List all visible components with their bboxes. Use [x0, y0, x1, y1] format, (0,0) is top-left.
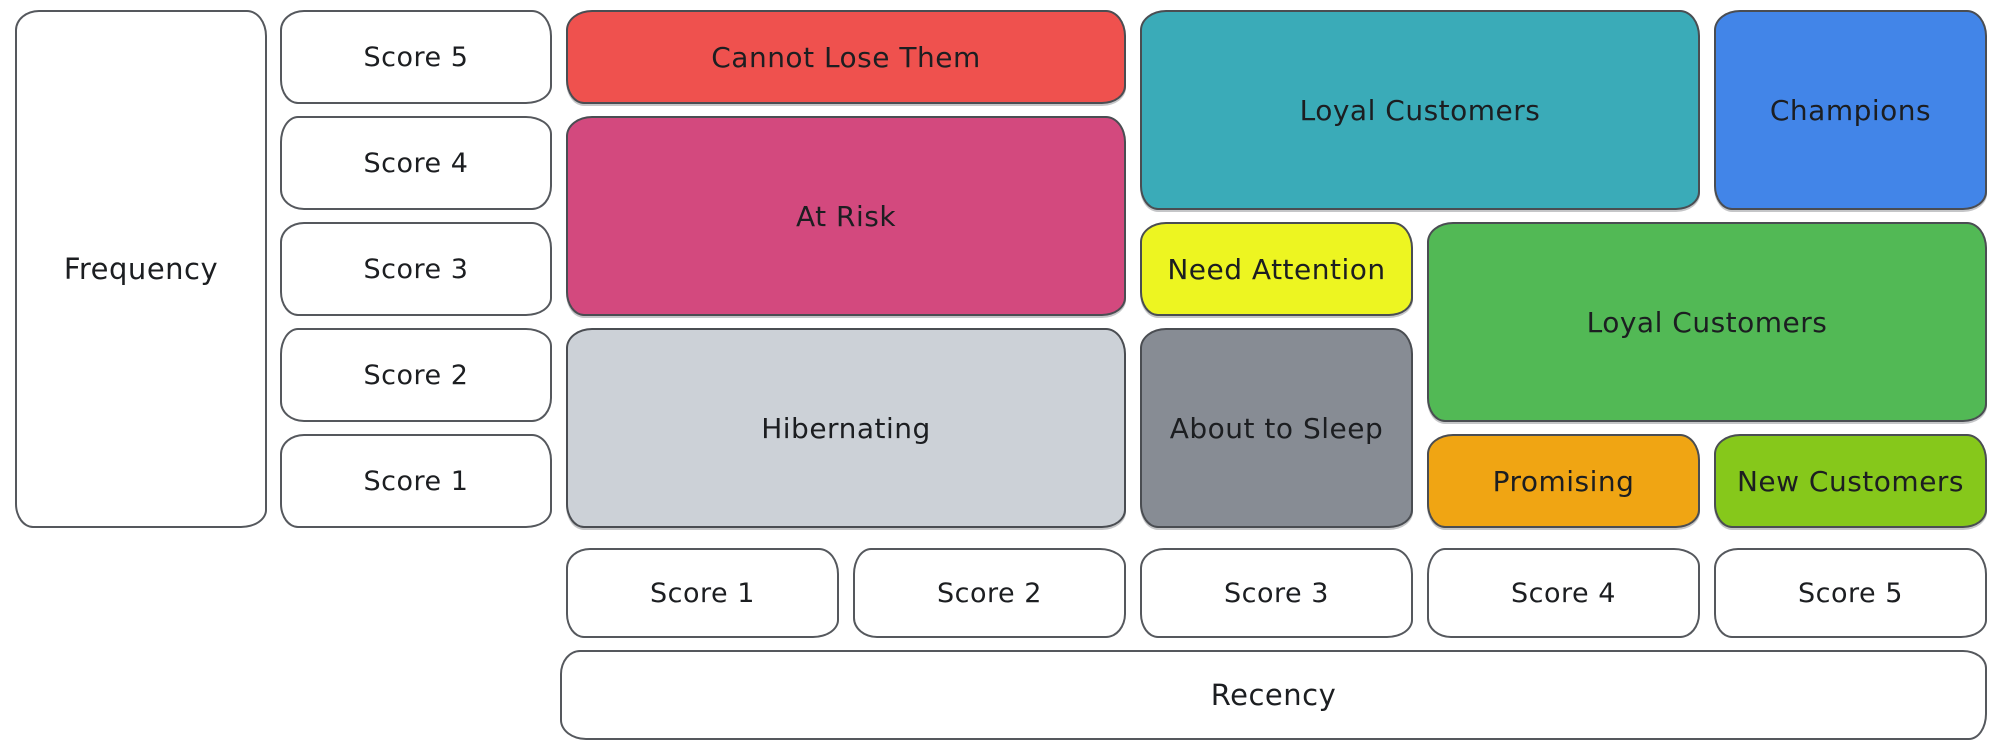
- frequency-score-column: Score 5 Score 4 Score 3 Score 2 Score 1: [280, 10, 552, 528]
- frequency-axis-label-box: Frequency: [15, 10, 267, 528]
- segment-loyal-customers-green-label: Loyal Customers: [1586, 305, 1828, 339]
- segment-need-attention-label: Need Attention: [1167, 252, 1386, 286]
- segment-new-customers: New Customers: [1714, 434, 1987, 528]
- frequency-score-4-label: Score 4: [363, 147, 469, 179]
- segment-champions: Champions: [1714, 10, 1987, 210]
- segment-hibernating-label: Hibernating: [761, 411, 931, 445]
- segment-matrix: Cannot Lose Them At Risk Hibernating Loy…: [566, 10, 1987, 528]
- frequency-score-3-box: Score 3: [280, 222, 552, 316]
- recency-axis-label-box: Recency: [560, 650, 1987, 740]
- frequency-score-4-box: Score 4: [280, 116, 552, 210]
- segment-need-attention: Need Attention: [1140, 222, 1413, 316]
- frequency-score-1-label: Score 1: [363, 465, 469, 497]
- segment-loyal-customers-green: Loyal Customers: [1427, 222, 1987, 422]
- recency-score-4-box: Score 4: [1427, 548, 1700, 638]
- recency-axis-label: Recency: [1210, 678, 1337, 712]
- frequency-score-3-label: Score 3: [363, 253, 469, 285]
- recency-score-5-label: Score 5: [1798, 577, 1903, 609]
- frequency-score-1-box: Score 1: [280, 434, 552, 528]
- segment-at-risk-label: At Risk: [795, 199, 897, 233]
- recency-score-5-box: Score 5: [1714, 548, 1987, 638]
- recency-score-2-box: Score 2: [853, 548, 1126, 638]
- frequency-score-5-label: Score 5: [363, 41, 469, 73]
- frequency-score-2-label: Score 2: [363, 359, 469, 391]
- recency-score-row: Score 1 Score 2 Score 3 Score 4 Score 5: [566, 548, 1987, 638]
- segment-promising: Promising: [1427, 434, 1700, 528]
- segment-loyal-customers-teal: Loyal Customers: [1140, 10, 1700, 210]
- segment-cannot-lose-them-label: Cannot Lose Them: [711, 40, 981, 74]
- frequency-axis-label: Frequency: [63, 252, 219, 286]
- segment-new-customers-label: New Customers: [1736, 464, 1965, 498]
- frequency-score-5-box: Score 5: [280, 10, 552, 104]
- segment-hibernating: Hibernating: [566, 328, 1126, 528]
- frequency-score-2-box: Score 2: [280, 328, 552, 422]
- recency-score-1-box: Score 1: [566, 548, 839, 638]
- segment-promising-label: Promising: [1492, 464, 1635, 498]
- segment-about-to-sleep: About to Sleep: [1140, 328, 1413, 528]
- recency-score-3-label: Score 3: [1224, 577, 1329, 609]
- segment-cannot-lose-them: Cannot Lose Them: [566, 10, 1126, 104]
- segment-loyal-customers-teal-label: Loyal Customers: [1299, 93, 1541, 127]
- recency-score-4-label: Score 4: [1511, 577, 1616, 609]
- recency-score-3-box: Score 3: [1140, 548, 1413, 638]
- recency-score-1-label: Score 1: [650, 577, 755, 609]
- segment-about-to-sleep-label: About to Sleep: [1169, 411, 1384, 445]
- recency-score-2-label: Score 2: [937, 577, 1042, 609]
- segment-champions-label: Champions: [1769, 93, 1932, 127]
- segment-at-risk: At Risk: [566, 116, 1126, 316]
